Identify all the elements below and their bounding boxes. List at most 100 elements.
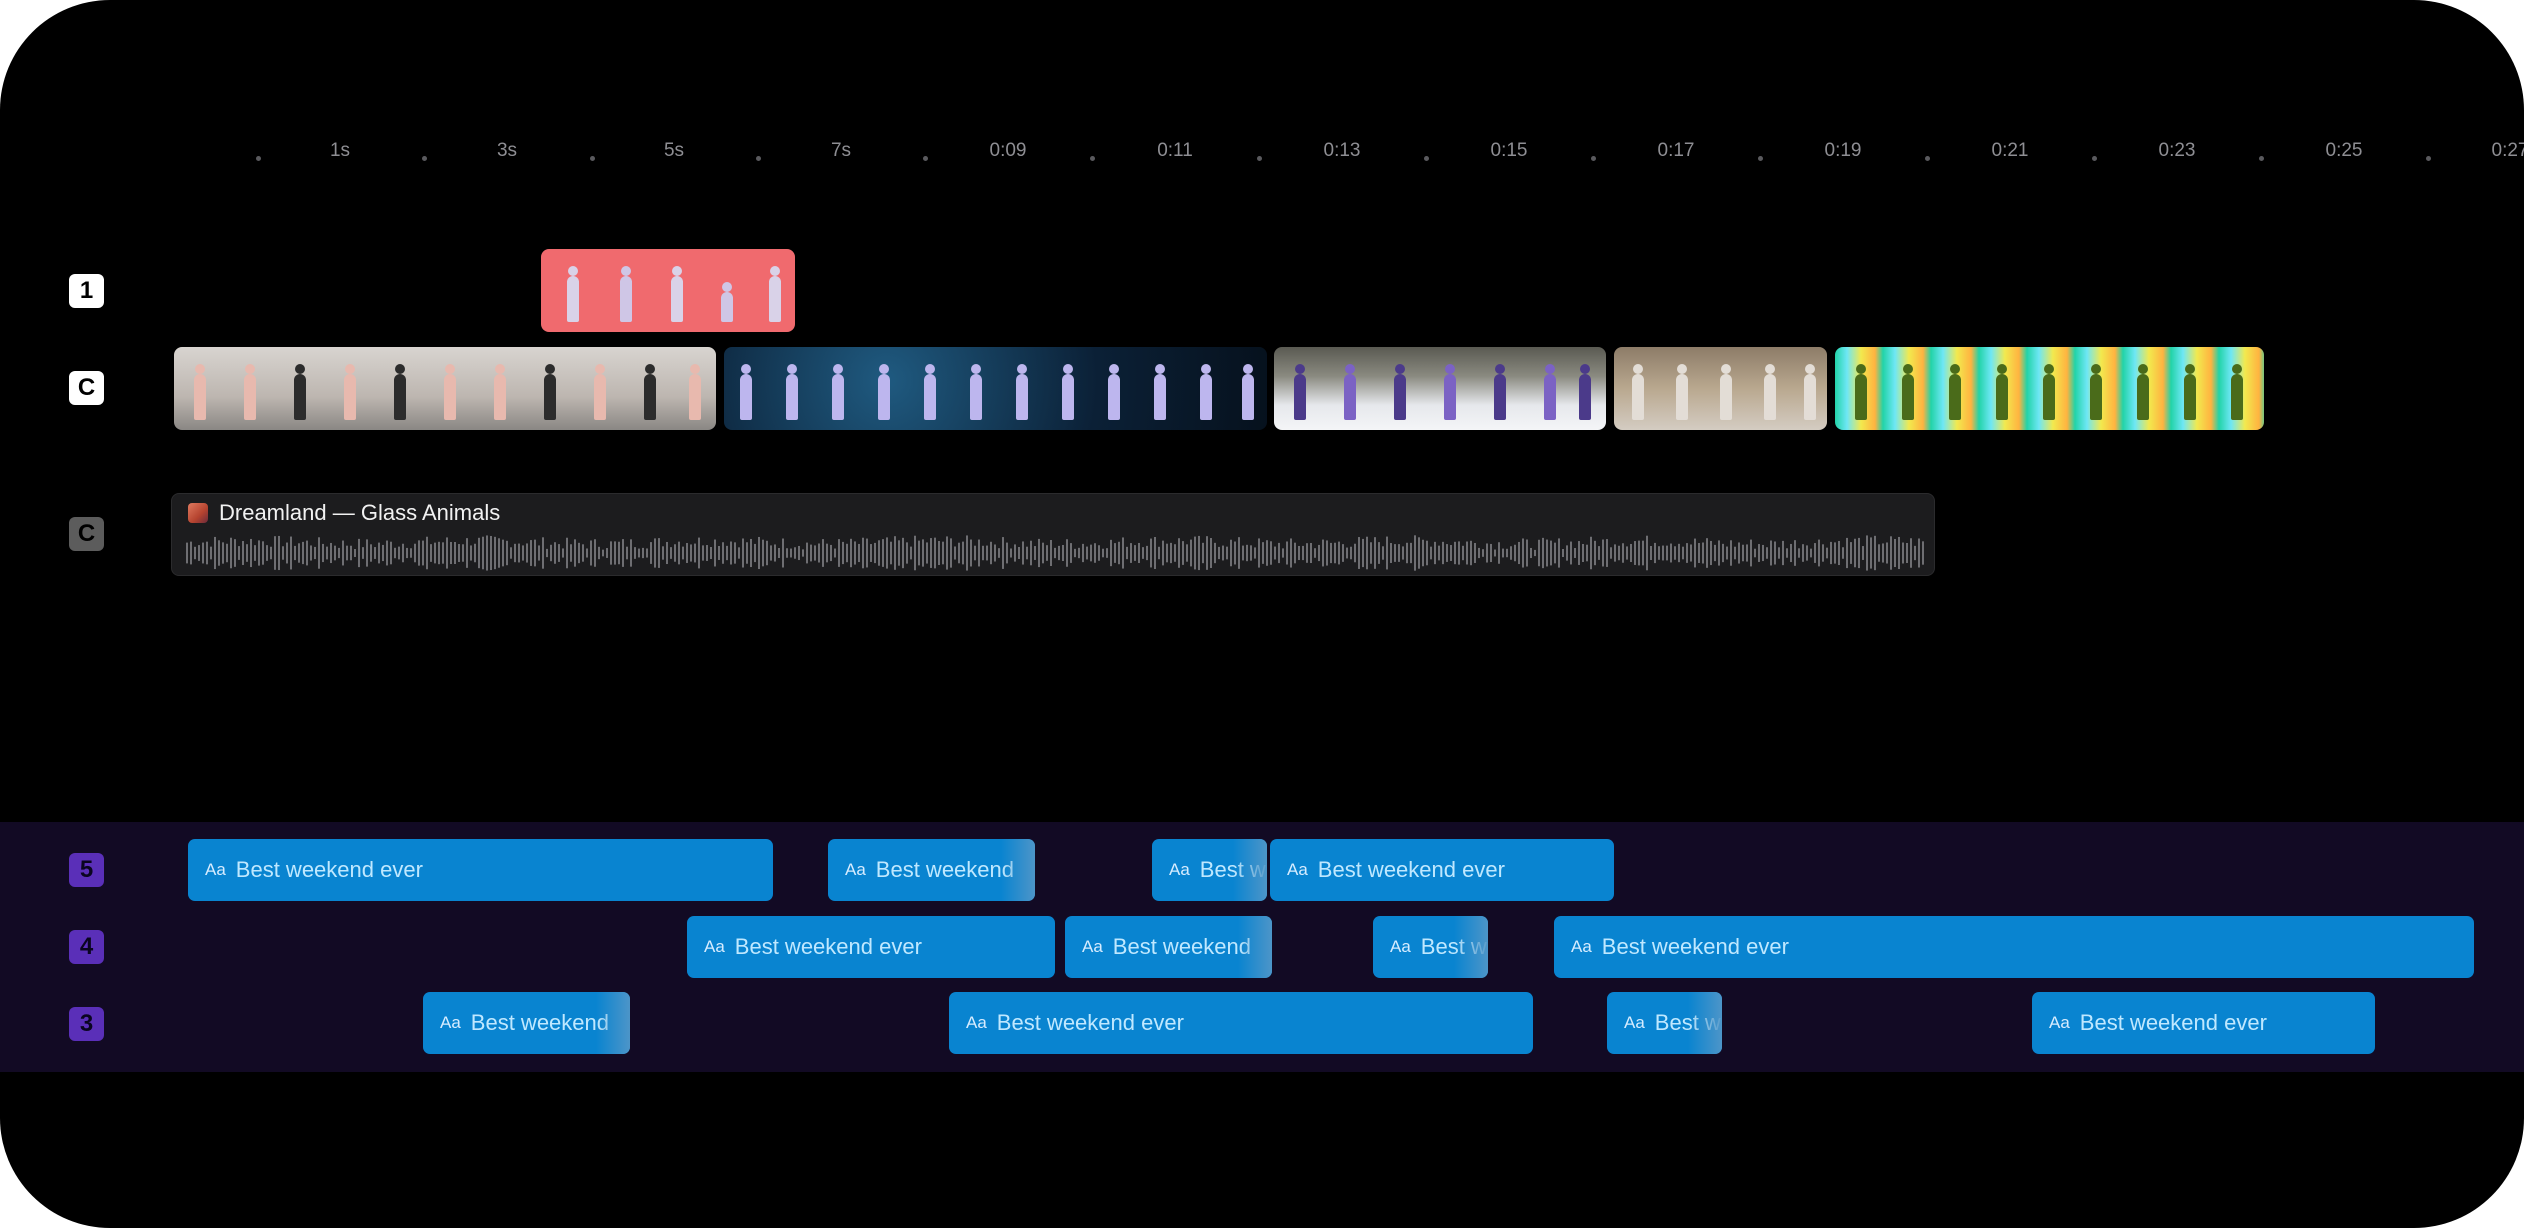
clip-thumbnail xyxy=(878,364,890,420)
text-aa-icon: Aa xyxy=(1169,860,1190,879)
track-badge-main[interactable]: C xyxy=(69,371,104,405)
clip-thumbnail xyxy=(1242,364,1254,420)
clip-thumbnail xyxy=(786,364,798,420)
clip-thumbnail xyxy=(1804,364,1816,420)
ruler-dot xyxy=(755,156,761,161)
clip-thumbnail xyxy=(1108,364,1120,420)
ruler-dot xyxy=(1256,156,1262,161)
caption-clip[interactable]: Aa Best weekend ever xyxy=(687,916,1055,978)
ruler-dot xyxy=(2258,156,2264,161)
caption-track-badge[interactable]: 4 xyxy=(69,930,104,964)
clip-thumbnail xyxy=(644,364,656,420)
clip-thumbnail xyxy=(1632,364,1644,420)
caption-clip[interactable]: Aa Best weekend ever xyxy=(1554,916,2474,978)
clip-thumbnail xyxy=(832,364,844,420)
clip-thumbnail xyxy=(1855,364,1867,420)
clip-thumbnail xyxy=(494,364,506,420)
clip-thumbnail xyxy=(1294,364,1306,420)
clip-thumbnail xyxy=(1444,364,1456,420)
text-aa-icon: Aa xyxy=(2049,1013,2070,1032)
caption-clip[interactable]: Aa Best weekend xyxy=(423,992,630,1054)
clip-thumbnail xyxy=(394,364,406,420)
text-aa-icon: Aa xyxy=(205,860,226,879)
caption-clip[interactable]: Aa Best weekend ever xyxy=(2032,992,2375,1054)
caption-text: Best weekend xyxy=(470,1010,609,1035)
ruler-label: 1s xyxy=(329,140,351,161)
caption-clip[interactable]: Aa Best weekend ever xyxy=(188,839,773,901)
caption-clip[interactable]: Aa Best w xyxy=(1152,839,1267,901)
clip-thumbnail xyxy=(1062,364,1074,420)
clip-thumbnail xyxy=(544,364,556,420)
text-aa-icon: Aa xyxy=(1082,937,1103,956)
clip-thumbnail xyxy=(244,364,256,420)
caption-text: Best weekend ever xyxy=(235,857,423,882)
ruler-dot xyxy=(1924,156,1930,161)
caption-text: Best weekend xyxy=(1112,934,1251,959)
ruler-label: 0:17 xyxy=(1657,140,1695,161)
caption-clip[interactable]: Aa Best w xyxy=(1607,992,1722,1054)
clip-thumbnail xyxy=(2231,364,2243,420)
clip-thumbnail xyxy=(740,364,752,420)
main-video-clip-1[interactable] xyxy=(174,347,716,430)
clip-thumbnail xyxy=(594,364,606,420)
main-video-clip-5[interactable] xyxy=(1835,347,2264,430)
ruler-dot xyxy=(2425,156,2431,161)
clip-thumbnail xyxy=(194,364,206,420)
clip-thumbnail xyxy=(1394,364,1406,420)
ruler-label: 3s xyxy=(496,140,518,161)
text-aa-icon: Aa xyxy=(1624,1013,1645,1032)
ruler-label: 0:21 xyxy=(1991,140,2029,161)
clip-thumbnail xyxy=(2090,364,2102,420)
caption-track-badge[interactable]: 3 xyxy=(69,1007,104,1041)
caption-clip[interactable]: Aa Best w xyxy=(1373,916,1488,978)
main-video-clip-3[interactable] xyxy=(1274,347,1606,430)
ruler-dot xyxy=(1757,156,1763,161)
clip-thumbnail xyxy=(970,364,982,420)
main-video-clip-4[interactable] xyxy=(1614,347,1827,430)
clip-thumbnail xyxy=(344,364,356,420)
clip-thumbnail xyxy=(1494,364,1506,420)
caption-clip[interactable]: Aa Best weekend ever xyxy=(949,992,1533,1054)
clip-thumbnail xyxy=(1902,364,1914,420)
text-aa-icon: Aa xyxy=(1287,860,1308,879)
caption-text: Best weekend ever xyxy=(996,1010,1184,1035)
text-aa-icon: Aa xyxy=(1571,937,1592,956)
ruler-label: 0:23 xyxy=(2158,140,2196,161)
clip-thumbnail xyxy=(1016,364,1028,420)
ruler-dot xyxy=(922,156,928,161)
overlay-video-clip[interactable] xyxy=(541,249,795,332)
ruler-dot xyxy=(2091,156,2097,161)
ruler-dot xyxy=(1423,156,1429,161)
clip-thumbnail xyxy=(721,282,733,322)
clip-thumbnail xyxy=(689,364,701,420)
ruler-label: 0:27 xyxy=(2491,140,2524,161)
clip-thumbnail xyxy=(2184,364,2196,420)
caption-clip[interactable]: Aa Best weekend xyxy=(828,839,1035,901)
main-video-clip-2[interactable] xyxy=(724,347,1267,430)
caption-text: Best weekend ever xyxy=(2079,1010,2267,1035)
time-ruler[interactable]: 1s 3s 5s 7s 0:09 0:11 0:13 0:15 0:17 0:1… xyxy=(0,140,2524,180)
caption-text: Best weekend ever xyxy=(1317,857,1505,882)
caption-clip[interactable]: Aa Best weekend ever xyxy=(1270,839,1614,901)
clip-thumbnail xyxy=(2043,364,2055,420)
track-badge-audio[interactable]: C xyxy=(69,517,104,551)
caption-text: Best weekend ever xyxy=(734,934,922,959)
track-badge-overlay[interactable]: 1 xyxy=(69,274,104,308)
text-aa-icon: Aa xyxy=(845,860,866,879)
caption-track-badge[interactable]: 5 xyxy=(69,853,104,887)
ruler-label: 0:13 xyxy=(1323,140,1361,161)
caption-clip[interactable]: Aa Best weekend xyxy=(1065,916,1272,978)
caption-text: Best w xyxy=(1199,857,1266,882)
ruler-dot xyxy=(255,156,261,161)
text-aa-icon: Aa xyxy=(966,1013,987,1032)
clip-thumbnail xyxy=(1996,364,2008,420)
ruler-label: 5s xyxy=(663,140,685,161)
clip-thumbnail xyxy=(1200,364,1212,420)
caption-text: Best w xyxy=(1654,1010,1721,1035)
audio-clip[interactable]: Dreamland — Glass Animals xyxy=(171,493,1935,576)
clip-thumbnail xyxy=(1579,364,1591,420)
text-aa-icon: Aa xyxy=(704,937,725,956)
clip-thumbnail xyxy=(671,266,683,322)
clip-thumbnail xyxy=(1720,364,1732,420)
